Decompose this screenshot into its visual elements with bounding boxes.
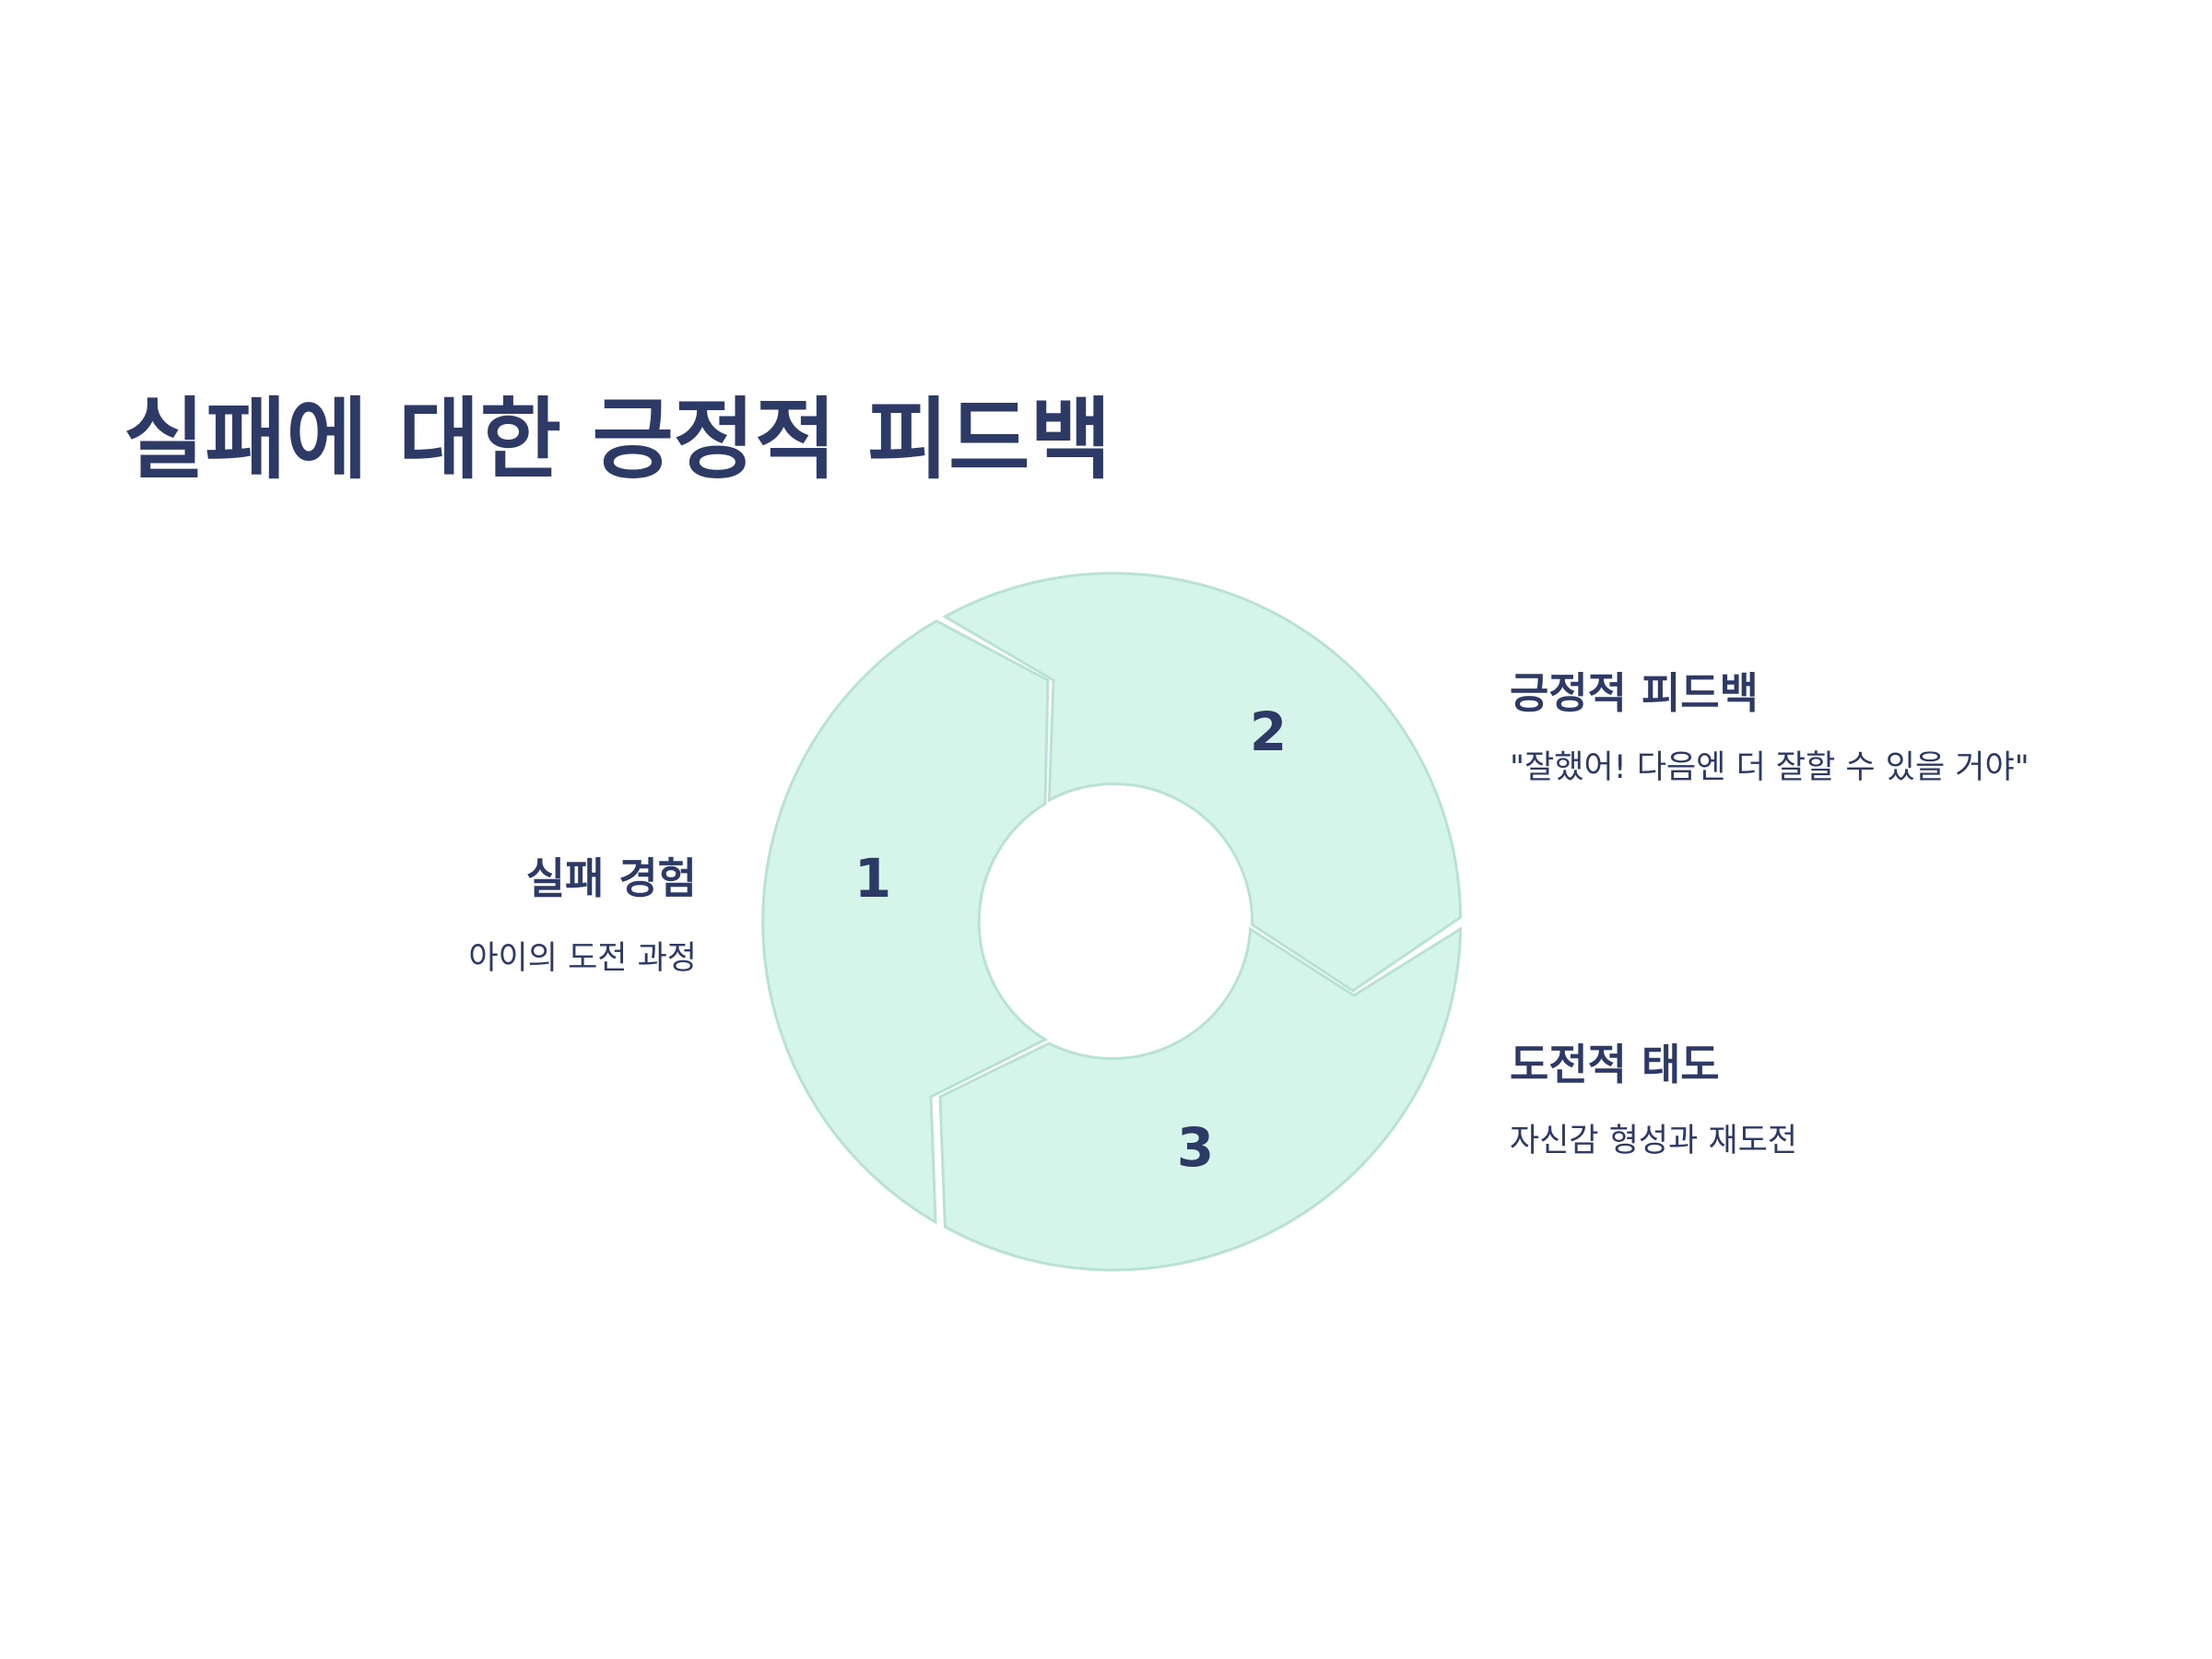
step-label-3: 도전적 태도 자신감 형성과 재도전 (1510, 1040, 1797, 1160)
step-description-3: 자신감 형성과 재도전 (1510, 1123, 1798, 1160)
step-label-2: 긍정적 피드백 "잘했어! 다음엔 더 잘할 수 있을 거야" (1510, 668, 2030, 787)
cycle-segment-1 (761, 619, 1050, 1225)
step-description-2: "잘했어! 다음엔 더 잘할 수 있을 거야" (1510, 749, 2030, 787)
step-number-2: 2 (1250, 700, 1287, 763)
step-heading-3: 도전적 태도 (1510, 1040, 1720, 1089)
cycle-segment-3 (938, 926, 1463, 1272)
step-heading-1: 실패 경험 (525, 853, 697, 903)
page-title: 실패에 대한 긍정적 피드백 (124, 388, 1112, 491)
step-number-1: 1 (854, 847, 891, 910)
step-description-1: 아이의 도전 과정 (468, 940, 697, 978)
step-number-3: 3 (1177, 1116, 1214, 1179)
step-label-1: 실패 경험 아이의 도전 과정 (468, 853, 697, 978)
cycle-segment-2 (942, 571, 1463, 993)
step-heading-2: 긍정적 피드백 (1510, 668, 1759, 718)
